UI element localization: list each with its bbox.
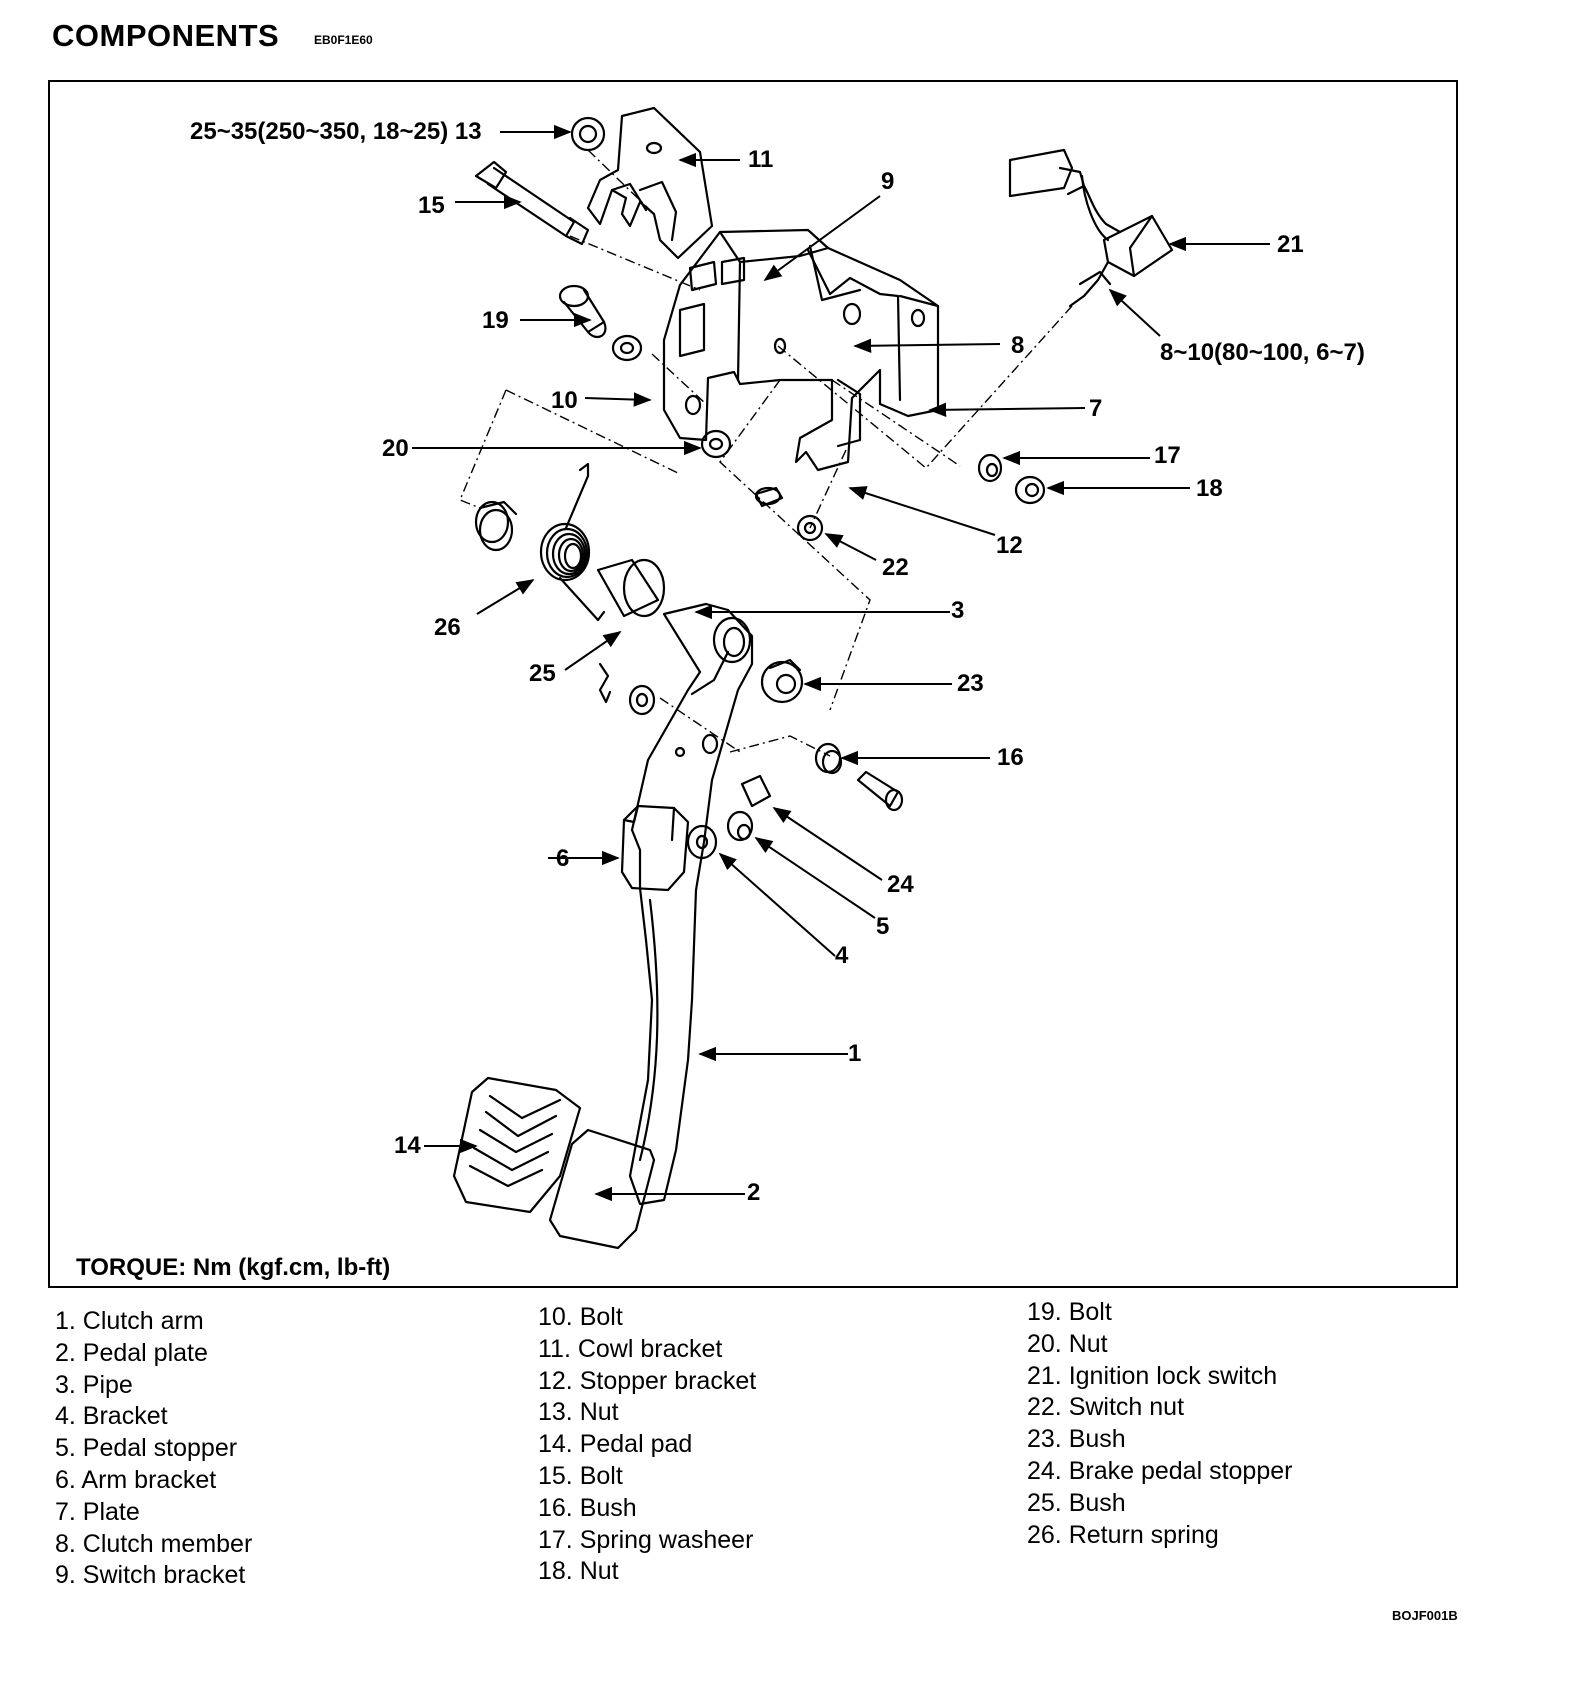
legend-item: 7. Plate xyxy=(55,1497,140,1526)
leader-25 xyxy=(564,630,622,671)
legend-item: 10. Bolt xyxy=(538,1303,623,1331)
callout-5: 5 xyxy=(876,913,890,940)
callout-21: 21 xyxy=(1277,231,1304,258)
legend-item: 18. Nut xyxy=(538,1557,619,1586)
leader-7 xyxy=(928,402,1086,417)
cowl-bracket xyxy=(586,106,714,260)
callout-13-torque: 25~35(250~350, 18~25) 13 xyxy=(190,118,482,145)
figure-code: BOJF001B xyxy=(1392,1608,1458,1623)
diagram-frame xyxy=(48,80,1458,1288)
callout-19: 19 xyxy=(482,307,509,334)
leader-12 xyxy=(848,486,996,536)
legend-item: 5. Pedal stopper xyxy=(55,1434,238,1463)
callout-10: 10 xyxy=(551,387,578,414)
legend-item: 3. Pipe xyxy=(55,1370,133,1399)
legend-item: 9. Switch bracket xyxy=(55,1561,246,1590)
bush-left xyxy=(474,500,518,552)
legend-item: 21. Ignition lock switch xyxy=(1027,1361,1278,1390)
callout-8: 8 xyxy=(1011,332,1025,359)
callout-17: 17 xyxy=(1154,442,1181,469)
legend-item: 1. Clutch arm xyxy=(55,1307,204,1335)
legend-item: 20. Nut xyxy=(1027,1329,1108,1358)
callout-4: 4 xyxy=(835,942,849,969)
bush-25 xyxy=(596,558,666,618)
pedal-pad xyxy=(452,1076,582,1214)
legend-column-3: 19. Bolt 20. Nut 21. Ignition lock switc… xyxy=(1027,1297,1292,1551)
legend-item: 6. Arm bracket xyxy=(55,1465,217,1494)
legend-item: 17. Spring washeer xyxy=(538,1525,754,1554)
leader-24 xyxy=(772,807,883,881)
switch-nut xyxy=(754,486,824,542)
callout-9: 9 xyxy=(881,168,895,195)
leader-10 xyxy=(584,392,652,407)
pedal-stopper xyxy=(726,810,754,842)
leader-8 xyxy=(853,338,1001,353)
brake-pedal-stopper xyxy=(740,774,772,808)
callout-25: 25 xyxy=(529,660,556,687)
nut-20 xyxy=(700,429,732,459)
clutch-arm xyxy=(628,602,754,1206)
callout-24: 24 xyxy=(887,871,914,898)
legend-item: 19. Bolt xyxy=(1027,1298,1112,1326)
bolt-15 xyxy=(474,160,590,246)
legend-item: 2. Pedal plate xyxy=(55,1338,208,1367)
callout-1: 1 xyxy=(848,1040,862,1067)
legend-item: 23. Bush xyxy=(1027,1425,1126,1454)
legend-item: 14. Pedal pad xyxy=(538,1430,693,1459)
callout-21-torque: 8~10(80~100, 6~7) xyxy=(1160,339,1365,366)
legend-column-1: 1. Clutch arm 2. Pedal plate 3. Pipe 4. … xyxy=(55,1306,252,1592)
callout-2: 2 xyxy=(747,1179,761,1206)
legend-column-2: 10. Bolt 11. Cowl bracket 12. Stopper br… xyxy=(538,1302,756,1588)
leader-9 xyxy=(763,195,881,282)
leader-4 xyxy=(718,852,836,957)
callout-6: 6 xyxy=(556,845,570,872)
section-code: EB0F1E60 xyxy=(314,33,373,47)
legend-item: 15. Bolt xyxy=(538,1461,623,1490)
callout-14: 14 xyxy=(394,1132,421,1159)
callout-3: 3 xyxy=(951,597,965,624)
spring-washer xyxy=(977,453,1003,483)
callout-7: 7 xyxy=(1089,395,1103,422)
leader-26 xyxy=(476,579,535,615)
nut-18 xyxy=(1014,475,1046,505)
legend-item: 25. Bush xyxy=(1027,1488,1126,1517)
arm-bracket xyxy=(620,804,690,892)
legend-item: 8. Clutch member xyxy=(55,1529,253,1558)
pin xyxy=(856,770,904,812)
legend-item: 13. Nut xyxy=(538,1398,619,1427)
callout-11: 11 xyxy=(748,146,774,173)
bracket-4 xyxy=(686,824,718,860)
leader-22 xyxy=(824,533,877,561)
bush-16 xyxy=(814,742,843,775)
legend-item: 12. Stopper bracket xyxy=(538,1366,757,1395)
callout-26: 26 xyxy=(434,614,461,641)
callout-16: 16 xyxy=(997,744,1024,771)
legend-item: 22. Switch nut xyxy=(1027,1393,1185,1422)
callout-12: 12 xyxy=(996,532,1023,559)
legend-item: 4. Bracket xyxy=(55,1402,168,1431)
bush-23 xyxy=(760,658,804,704)
leader-torque21 xyxy=(1108,288,1161,337)
legend-item: 11. Cowl bracket xyxy=(538,1334,723,1363)
legend-item: 26. Return spring xyxy=(1027,1520,1219,1549)
callout-15: 15 xyxy=(418,192,445,219)
legend-item: 16. Bush xyxy=(538,1493,637,1522)
page-title: COMPONENTS xyxy=(52,18,280,53)
callout-18: 18 xyxy=(1196,475,1223,502)
return-spring xyxy=(539,462,606,622)
pedal-bracket-assembly xyxy=(662,228,940,472)
ignition-lock-switch xyxy=(1008,148,1174,308)
callout-23: 23 xyxy=(957,670,984,697)
callout-22: 22 xyxy=(882,554,909,581)
leader-5 xyxy=(754,836,876,919)
callout-20: 20 xyxy=(382,435,409,462)
pedal-plate xyxy=(548,1128,656,1250)
legend-item: 24. Brake pedal stopper xyxy=(1027,1456,1293,1485)
nut-13 xyxy=(570,116,606,152)
torque-units-note: TORQUE: Nm (kgf.cm, lb-ft) xyxy=(76,1254,391,1281)
bolt-19 xyxy=(558,284,607,339)
